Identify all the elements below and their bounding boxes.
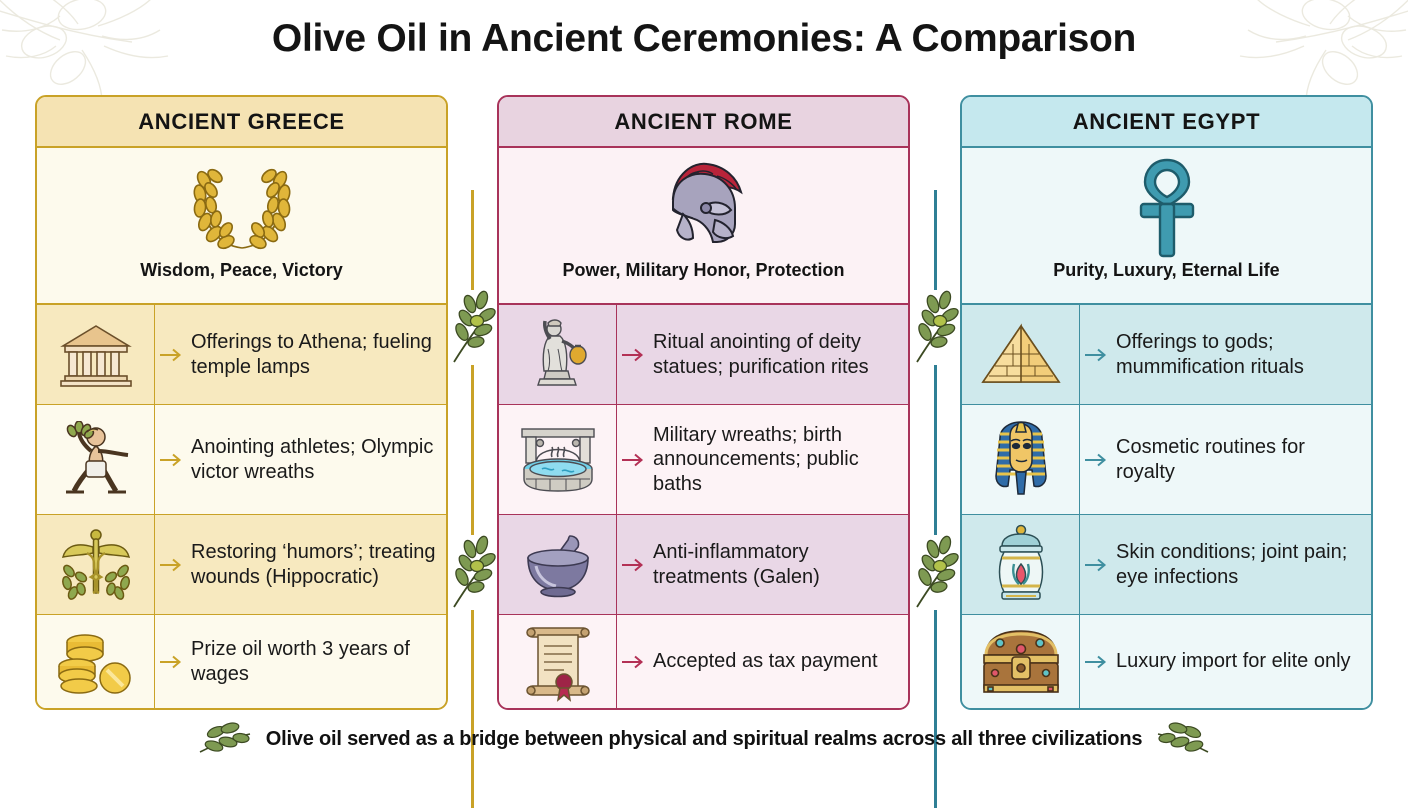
row-text: Accepted as tax payment (653, 650, 878, 673)
rows-egypt: Offerings to gods; mummification rituals (962, 305, 1371, 708)
row-content: Restoring ‘humors’; treating wounds (Hip… (155, 515, 446, 614)
row-text: Restoring ‘humors’; treating wounds (Hip… (191, 541, 436, 588)
roman-helmet-icon (643, 156, 765, 260)
divider-rome-egypt (915, 190, 959, 808)
ankh-icon (1127, 156, 1207, 260)
gold-coins-icon (37, 615, 155, 708)
table-row[interactable]: Military wreaths; birth announcements; p… (499, 405, 908, 515)
table-row[interactable]: Prize oil worth 3 years of wages (37, 615, 446, 708)
row-content: Luxury import for elite only (1080, 615, 1371, 708)
row-text: Offerings to gods; mummification rituals (1116, 331, 1304, 378)
row-text: Skin conditions; joint pain; eye infecti… (1116, 541, 1348, 588)
olive-sprig-icon (453, 535, 496, 608)
row-text: Anti-inflammatory treatments (Galen) (653, 541, 820, 588)
pyramid-icon (962, 305, 1080, 404)
row-content: Cosmetic routines for royalty (1080, 405, 1371, 514)
row-content: Offerings to Athena; fueling temple lamp… (155, 305, 446, 404)
arrow-right-icon (622, 453, 644, 466)
table-row[interactable]: Offerings to Athena; fueling temple lamp… (37, 305, 446, 405)
greek-temple-icon (37, 305, 155, 404)
column-greece: ANCIENT GREECE (35, 95, 448, 710)
table-row[interactable]: Offerings to gods; mummification rituals (962, 305, 1371, 405)
hero-greece: Wisdom, Peace, Victory (37, 148, 446, 305)
arrow-right-icon (1085, 558, 1107, 571)
row-content: Anointing athletes; Olympic victor wreat… (155, 405, 446, 514)
row-text: Offerings to Athena; fueling temple lamp… (191, 331, 432, 378)
scroll-icon (499, 615, 617, 708)
mortar-pestle-icon (499, 515, 617, 614)
row-text: Ritual anointing of deity statues; purif… (653, 331, 869, 378)
page-title: Olive Oil in Ancient Ceremonies: A Compa… (271, 17, 1137, 60)
arrow-right-icon (1085, 348, 1107, 361)
table-row[interactable]: Luxury import for elite only (962, 615, 1371, 708)
olive-sprig-icon (453, 290, 496, 363)
hero-egypt: Purity, Luxury, Eternal Life (962, 148, 1371, 305)
arrow-right-icon (622, 655, 644, 668)
deity-statue-icon (499, 305, 617, 404)
caduceus-icon (37, 515, 155, 614)
pharaoh-mask-icon (962, 405, 1080, 514)
arrow-right-icon (160, 655, 182, 668)
hero-label-rome: Power, Military Honor, Protection (562, 260, 845, 280)
arrow-right-icon (1085, 655, 1107, 668)
arrow-right-icon (160, 558, 182, 571)
row-content: Offerings to gods; mummification rituals (1080, 305, 1371, 404)
hero-rome: Power, Military Honor, Protection (499, 148, 908, 305)
row-content: Military wreaths; birth announcements; p… (617, 405, 908, 514)
table-row[interactable]: Anti-inflammatory treatments (Galen) (499, 515, 908, 615)
column-rome: ANCIENT ROME (497, 95, 910, 710)
row-content: Anti-inflammatory treatments (Galen) (617, 515, 908, 614)
column-header-rome: ANCIENT ROME (499, 97, 908, 148)
table-row[interactable]: Accepted as tax payment (499, 615, 908, 708)
treasure-chest-icon (962, 615, 1080, 708)
rows-greece: Offerings to Athena; fueling temple lamp… (37, 305, 446, 708)
row-content: Accepted as tax payment (617, 615, 908, 708)
olive-sprig-icon (916, 290, 959, 363)
arrow-right-icon (160, 348, 182, 361)
row-text: Cosmetic routines for royalty (1116, 436, 1305, 483)
laurel-wreath-icon (182, 156, 302, 260)
olive-branch-icon (199, 722, 250, 753)
row-content: Prize oil worth 3 years of wages (155, 615, 446, 708)
table-row[interactable]: Cosmetic routines for royalty (962, 405, 1371, 515)
column-header-egypt: ANCIENT EGYPT (962, 97, 1371, 148)
rows-rome: Ritual anointing of deity statues; purif… (499, 305, 908, 708)
table-row[interactable]: Skin conditions; joint pain; eye infecti… (962, 515, 1371, 615)
arrow-right-icon (622, 348, 644, 361)
row-text: Military wreaths; birth announcements; p… (653, 423, 859, 495)
footer: Olive oil served as a bridge between phy… (0, 722, 1408, 756)
column-egypt: ANCIENT EGYPT Purity, Luxury, Eternal Li… (960, 95, 1373, 710)
footer-text: Olive oil served as a bridge between phy… (265, 727, 1143, 750)
arrow-right-icon (1085, 453, 1107, 466)
column-header-greece: ANCIENT GREECE (37, 97, 446, 148)
table-row[interactable]: Restoring ‘humors’; treating wounds (Hip… (37, 515, 446, 615)
comparison-board: ANCIENT GREECE (0, 95, 1408, 808)
row-text: Anointing athletes; Olympic victor wreat… (191, 436, 434, 483)
olive-sprig-icon (916, 535, 959, 608)
arrow-right-icon (622, 558, 644, 571)
row-content: Ritual anointing of deity statues; purif… (617, 305, 908, 404)
greek-athlete-icon (37, 405, 155, 514)
hero-label-greece: Wisdom, Peace, Victory (140, 260, 343, 280)
arrow-right-icon (160, 453, 182, 466)
roman-bath-icon (499, 405, 617, 514)
row-content: Skin conditions; joint pain; eye infecti… (1080, 515, 1371, 614)
table-row[interactable]: Ritual anointing of deity statues; purif… (499, 305, 908, 405)
hero-label-egypt: Purity, Luxury, Eternal Life (1053, 260, 1280, 280)
table-row[interactable]: Anointing athletes; Olympic victor wreat… (37, 405, 446, 515)
row-text: Prize oil worth 3 years of wages (191, 638, 410, 685)
divider-greece-rome (452, 190, 496, 808)
olive-branch-icon (1158, 722, 1209, 753)
row-text: Luxury import for elite only (1116, 650, 1351, 673)
canopic-jar-icon (962, 515, 1080, 614)
